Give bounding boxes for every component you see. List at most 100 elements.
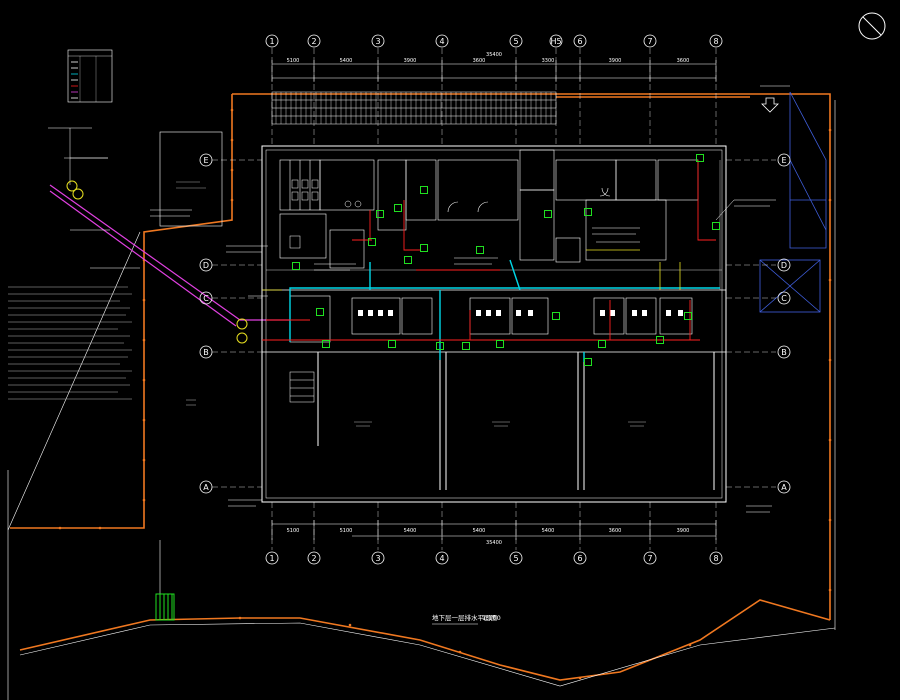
axis-bubble-right-B-label: B — [781, 348, 787, 357]
equipment-marker — [656, 336, 664, 344]
fixture-block — [516, 310, 521, 316]
axis-bubble-top-7: 7 — [643, 34, 657, 48]
equipment-marker — [420, 186, 428, 194]
design-notes-block — [8, 286, 132, 400]
dim-top-5: 3900 — [609, 58, 622, 64]
axis-bubble-right-C: C — [777, 291, 791, 305]
annex-room — [159, 131, 223, 227]
axis-bubble-bottom-1: 1 — [265, 551, 279, 565]
axis-bubble-bottom-7: 7 — [643, 551, 657, 565]
upper-room-partitions — [266, 149, 722, 290]
fixture-block — [368, 310, 373, 316]
axis-bubble-top-5-label: 5 — [513, 37, 518, 46]
equipment-marker — [696, 154, 704, 162]
axis-bubble-right-B: B — [777, 345, 791, 359]
dim-top-0: 5100 — [287, 58, 300, 64]
dim-bottom-0: 5100 — [287, 528, 300, 534]
equipment-marker — [496, 340, 504, 348]
cyan-drain-pipe — [289, 259, 720, 362]
equipment-marker — [376, 210, 384, 218]
equipment-marker — [552, 312, 560, 320]
legend-table — [67, 49, 113, 103]
site-boundary-lines — [7, 100, 836, 700]
equipment-marker — [598, 340, 606, 348]
axis-bubble-top-8: 8 — [709, 34, 723, 48]
axis-bubble-left-E-label: E — [203, 156, 208, 165]
axis-bubble-top-6: 6 — [573, 34, 587, 48]
axis-bubble-bottom-3-label: 3 — [375, 554, 380, 563]
site-entry-gate — [155, 593, 175, 621]
axis-bubble-bottom-5-label: 5 — [513, 554, 518, 563]
dim-bottom-1: 5100 — [340, 528, 353, 534]
green-equipment-markers — [292, 154, 720, 366]
axis-bubble-right-D: D — [777, 258, 791, 272]
axis-bubble-bottom-8-label: 8 — [713, 554, 718, 563]
axis-bubble-top-H5: H5 — [549, 34, 563, 48]
axis-bubble-right-C-label: C — [781, 294, 787, 303]
building-outer-walls — [261, 145, 727, 503]
equipment-marker — [584, 358, 592, 366]
axis-bubble-bottom-2-label: 2 — [311, 554, 316, 563]
fixture-block — [642, 310, 647, 316]
total-width-top: 35400 — [486, 52, 502, 58]
equipment-marker — [684, 312, 692, 320]
axis-bubble-left-D: D — [199, 258, 213, 272]
fixture-block — [678, 310, 683, 316]
axis-bubble-left-A-label: A — [203, 483, 209, 492]
axis-bubble-top-4: 4 — [435, 34, 449, 48]
fixture-block — [486, 310, 491, 316]
axis-bubble-left-C-label: C — [203, 294, 209, 303]
dim-bottom-6: 3900 — [677, 528, 690, 534]
fixture-block — [496, 310, 501, 316]
axis-bubble-top-4-label: 4 — [439, 37, 444, 46]
dim-bottom-4: 5400 — [542, 528, 555, 534]
bottom-left-stair — [289, 371, 315, 403]
equipment-marker — [316, 308, 324, 316]
dim-top-1: 5400 — [340, 58, 353, 64]
right-stair-outline — [759, 91, 827, 313]
dim-top-2: 3900 — [404, 58, 417, 64]
axis-bubble-top-3-label: 3 — [375, 37, 380, 46]
fixture-block — [600, 310, 605, 316]
axis-bubble-bottom-2: 2 — [307, 551, 321, 565]
drawing-scale: 1:100 — [482, 614, 501, 622]
axis-bubble-left-E: E — [199, 153, 213, 167]
fixture-block — [388, 310, 393, 316]
fixture-block — [610, 310, 615, 316]
axis-bubble-right-E-label: E — [781, 156, 786, 165]
axis-bubble-left-B: B — [199, 345, 213, 359]
axis-bubble-bottom-8: 8 — [709, 551, 723, 565]
axis-bubble-bottom-6-label: 6 — [577, 554, 582, 563]
drawing-title: 地下层一层排水平面图 — [432, 613, 497, 622]
yellow-vent-pipes — [262, 249, 681, 291]
axis-bubble-top-2: 2 — [307, 34, 321, 48]
dimension-lines — [271, 60, 717, 540]
dim-top-6: 3600 — [677, 58, 690, 64]
axis-bubble-left-D-label: D — [203, 261, 209, 270]
axis-bubble-left-C: C — [199, 291, 213, 305]
equipment-marker — [292, 262, 300, 270]
fixture-block — [476, 310, 481, 316]
axis-bubble-bottom-3: 3 — [371, 551, 385, 565]
dim-bottom-3: 5400 — [473, 528, 486, 534]
equipment-marker — [544, 210, 552, 218]
inlet-valve-icon — [236, 318, 248, 344]
equipment-marker — [462, 342, 470, 350]
right-stair-arrow-icon — [761, 97, 779, 113]
fixture-block — [378, 310, 383, 316]
axis-bubble-top-1-label: 1 — [269, 37, 274, 46]
axis-bubble-top-2-label: 2 — [311, 37, 316, 46]
axis-bubbles-left: E D C B A — [199, 153, 213, 494]
equipment-marker — [584, 208, 592, 216]
axis-bubble-top-8-label: 8 — [713, 37, 718, 46]
corridor-utility-rooms — [289, 295, 693, 343]
equipment-marker — [388, 340, 396, 348]
equipment-marker — [712, 222, 720, 230]
ramp-hatch-ticks — [275, 92, 552, 124]
dim-top-4: 3300 — [542, 58, 555, 64]
fixture-block — [358, 310, 363, 316]
